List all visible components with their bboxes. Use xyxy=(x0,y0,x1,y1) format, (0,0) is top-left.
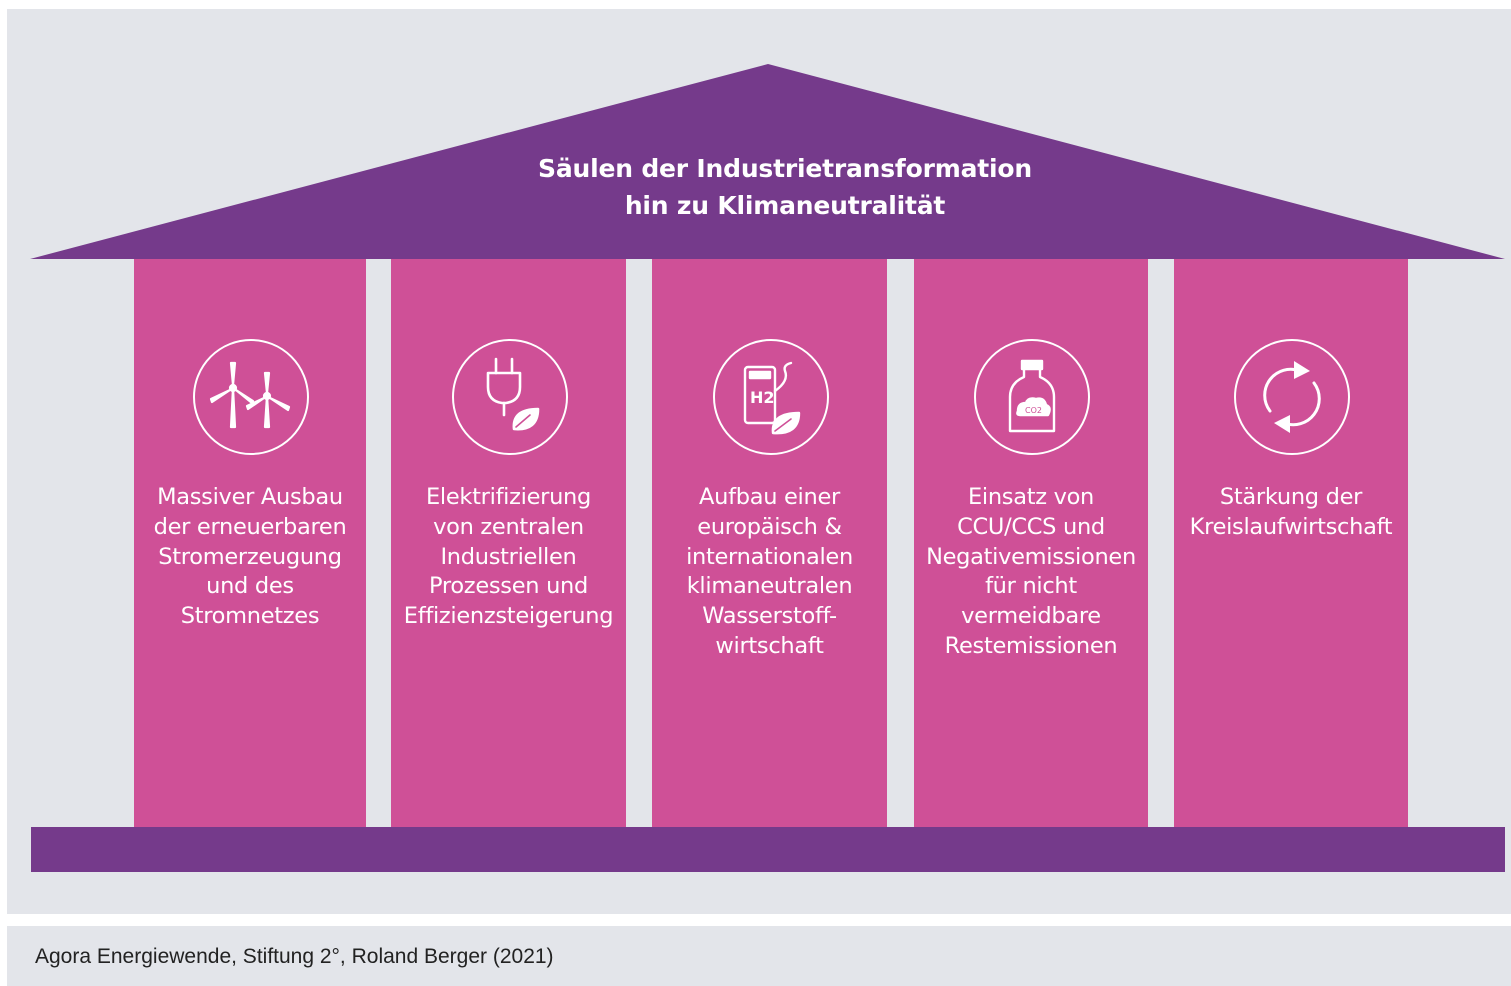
pillar-label: Elektrifizierung von zentralen Industrie… xyxy=(403,484,614,630)
source-caption: Agora Energiewende, Stiftung 2°, Roland … xyxy=(35,945,554,968)
pillar-renewables: Massiver Ausbau der erneuerbaren Stromer… xyxy=(134,259,366,827)
pillar-label: Massiver Ausbau der erneuerbaren Stromer… xyxy=(153,484,347,630)
svg-text:CO2: CO2 xyxy=(1025,406,1042,415)
foundation xyxy=(31,827,1505,872)
recycle-arrows-icon xyxy=(1234,339,1350,455)
svg-text:H2: H2 xyxy=(750,388,775,407)
roof xyxy=(30,64,1505,259)
source-bar xyxy=(7,926,1511,986)
plug-leaf-icon xyxy=(451,339,568,455)
co2-bottle-icon: CO2 xyxy=(974,339,1090,455)
pillar-electrification: Elektrifizierung von zentralen Industrie… xyxy=(391,259,626,827)
pillar-circular-economy: Stärkung der Kreislaufwirtschaft xyxy=(1174,259,1408,827)
pillar-ccs: CO2 Einsatz von CCU/CCS und Negativemiss… xyxy=(914,259,1148,827)
hydrogen-station-icon: H2 xyxy=(712,339,829,455)
pillar-hydrogen: H2 Aufbau einer europäisch & internation… xyxy=(652,259,887,827)
pillar-label: Stärkung der Kreislaufwirtschaft xyxy=(1189,484,1393,540)
wind-turbines-icon xyxy=(193,339,309,455)
diagram-title: Säulen der Industrietransformation hin z… xyxy=(538,154,1032,220)
pillar-label: Einsatz von CCU/CCS und Negativemissione… xyxy=(926,484,1136,659)
pillar-label: Aufbau einer europäisch & internationale… xyxy=(686,484,853,659)
